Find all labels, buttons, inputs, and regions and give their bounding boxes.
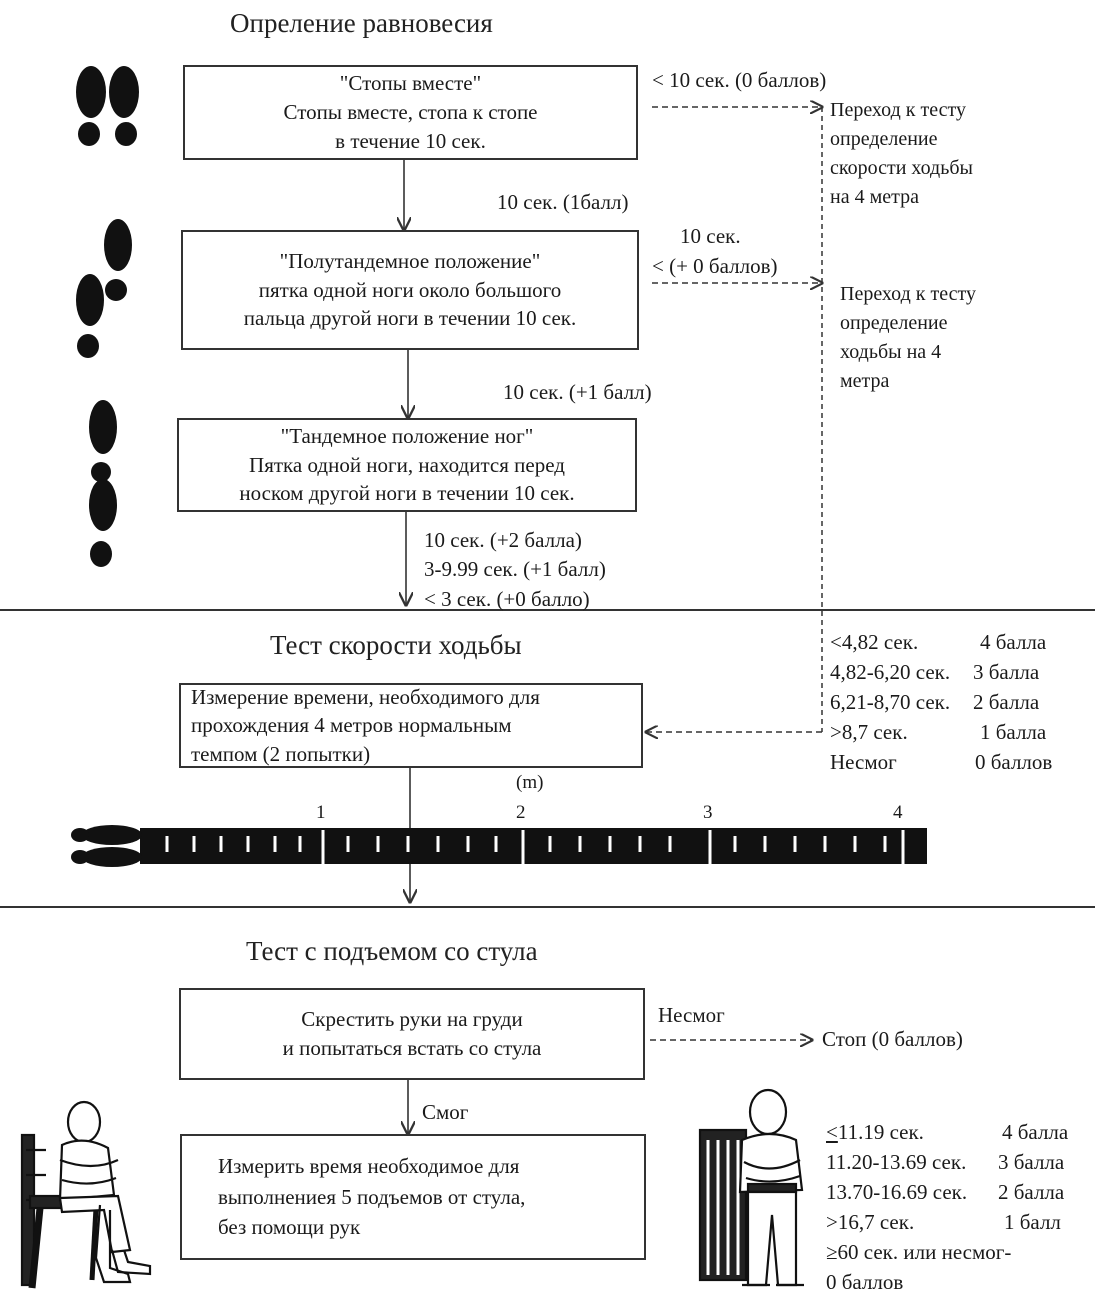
chair-score-time: 11.20-13.69 сек. bbox=[826, 1150, 967, 1174]
side-note-1: Переход к тесту определение скорости ход… bbox=[830, 96, 973, 212]
gait-score-points: 0 баллов bbox=[975, 750, 1053, 774]
box1-pass-label: 10 сек. (1балл) bbox=[497, 190, 629, 214]
chair-box-1: Скрестить руки на груди и попытаться вст… bbox=[179, 988, 645, 1080]
side-note-2-line-1: Переход к тесту bbox=[840, 283, 976, 305]
side-note-2-line-3: ходьбы на 4 bbox=[840, 341, 942, 363]
gait-score-time: 6,21-8,70 сек. bbox=[830, 690, 951, 714]
chair-score-row: >16,7 сек. 1 балл bbox=[826, 1210, 1091, 1240]
chair-box-2-line-1: Измерить время необходимое для bbox=[218, 1154, 520, 1179]
tandem-result-1: 10 сек. (+2 балла) bbox=[424, 528, 582, 552]
gait-score-points: 3 балла bbox=[973, 660, 1040, 684]
tandem-line-1: Пятка одной ноги, находится перед bbox=[249, 452, 565, 477]
chair-score-time: >16,7 сек. bbox=[826, 1210, 915, 1234]
tandem-feet-icon bbox=[89, 400, 117, 567]
standing-person-icon bbox=[698, 1088, 804, 1287]
chair-score-row: 11.20-13.69 сек. 3 балла bbox=[826, 1150, 1091, 1180]
chair-score-points: 1 балл bbox=[1004, 1210, 1061, 1234]
box2-fail-label-1: 10 сек. bbox=[680, 224, 741, 248]
chair-score-row: <11.19 сек. 4 балла bbox=[826, 1120, 1091, 1150]
gait-box: Измерение времени, необходимого для прох… bbox=[179, 683, 643, 768]
gait-score-time: Несмог bbox=[830, 750, 897, 774]
seated-person-icon bbox=[20, 1100, 152, 1289]
semi-tandem-line-1: пятка одной ноги около большого bbox=[258, 277, 562, 302]
tandem-title: "Тандемное положение ног" bbox=[280, 423, 534, 448]
chair-score-time: 13.70-16.69 сек. bbox=[826, 1180, 968, 1204]
gait-box-line-2: прохождения 4 метров нормальным bbox=[191, 713, 512, 738]
tandem-results: 10 сек. (+2 балла) 3-9.99 сек. (+1 балл)… bbox=[424, 526, 606, 614]
feet-together-line-1: Стопы вместе, стопа к стопе bbox=[283, 100, 538, 125]
box2-fail-label-2: < (+ 0 баллов) bbox=[652, 254, 778, 278]
gait-score-time: <4,82 сек. bbox=[830, 630, 919, 654]
side-note-1-line-1: Переход к тесту bbox=[830, 99, 966, 121]
walking-track bbox=[71, 825, 927, 867]
gait-score-time: 4,82-6,20 сек. bbox=[830, 660, 951, 684]
side-note-2-line-4: метра bbox=[840, 370, 890, 392]
gait-box-line-3: темпом (2 попытки) bbox=[191, 741, 371, 766]
less-equal-sign: < bbox=[826, 1120, 838, 1144]
side-note-1-line-2: определение bbox=[830, 128, 938, 150]
box1-fail-label: < 10 сек. (0 баллов) bbox=[652, 68, 827, 92]
chair-box-2-line-3: без помощи рук bbox=[218, 1215, 361, 1240]
chair-score-time: <11.19 сек. bbox=[826, 1120, 924, 1144]
tandem-result-2: 3-9.99 сек. (+1 балл) bbox=[424, 557, 606, 582]
feet-together-icon bbox=[76, 66, 139, 146]
gait-score-row: <4,82 сек. 4 балла bbox=[830, 630, 1090, 660]
chair-fail-label: Несмог bbox=[658, 1003, 725, 1027]
side-note-2-line-2: определение bbox=[840, 312, 948, 334]
semi-tandem-feet-icon bbox=[76, 219, 132, 358]
chair-box-1-line-1: Скрестить руки на груди bbox=[301, 1007, 523, 1032]
track-unit-label: (m) bbox=[516, 772, 544, 793]
chair-section-title: Тест с подъемом со стула bbox=[246, 936, 538, 966]
gait-score-row: Несмог 0 баллов bbox=[830, 750, 1090, 780]
chair-score-points: 4 балла bbox=[1002, 1120, 1069, 1144]
feet-together-title: "Стопы вместе" bbox=[339, 71, 482, 96]
feet-together-box: "Стопы вместе" Стопы вместе, стопа к сто… bbox=[183, 65, 638, 160]
gait-score-time: >8,7 сек. bbox=[830, 720, 908, 744]
gait-score-points: 2 балла bbox=[973, 690, 1040, 714]
gait-box-line-1: Измерение времени, необходимого для bbox=[191, 684, 540, 709]
track-major-ticks bbox=[321, 830, 905, 864]
balance-section-title: Опреление равновесия bbox=[230, 8, 493, 38]
gait-score-points: 1 балла bbox=[980, 720, 1047, 744]
side-note-1-line-4: на 4 метра bbox=[830, 186, 919, 208]
chair-final-line-2: 0 баллов bbox=[826, 1270, 904, 1294]
semi-tandem-line-2: пальца другой ноги в течении 10 сек. bbox=[243, 306, 577, 331]
chair-box-2: Измерить время необходимое для выполнени… bbox=[180, 1134, 646, 1260]
tandem-line-2: носком другой ноги в течении 10 сек. bbox=[239, 481, 575, 506]
gait-score-points: 4 балла bbox=[980, 630, 1047, 654]
gait-score-row: >8,7 сек. 1 балла bbox=[830, 720, 1090, 750]
chair-stop-label: Стоп (0 баллов) bbox=[822, 1027, 963, 1051]
chair-box-2-line-2: выполнениея 5 подъемов от стула, bbox=[218, 1184, 526, 1209]
chair-final-line-1: ≥60 сек. или несмог- bbox=[826, 1240, 1012, 1264]
tandem-box: "Тандемное положение ног" Пятка одной но… bbox=[177, 418, 637, 512]
gait-score-table: <4,82 сек.4 балла 4,82-6,20 сек.3 балла … bbox=[830, 630, 1090, 780]
side-note-1-line-3: скорости ходьбы bbox=[830, 157, 973, 179]
gait-section-title: Тест скорости ходьбы bbox=[270, 630, 522, 660]
track-minor-ticks bbox=[165, 836, 887, 852]
chair-score-table: <11.19 сек. 4 балла 11.20-13.69 сек. 3 бал… bbox=[826, 1120, 1091, 1300]
tandem-result-3: < 3 сек. (+0 балло) bbox=[424, 586, 590, 611]
chair-box-1-line-2: и попытаться встать со стула bbox=[282, 1036, 542, 1060]
side-note-2: Переход к тесту определение ходьбы на 4 … bbox=[840, 280, 976, 396]
track-tick-2: 2 bbox=[516, 802, 526, 823]
track-tick-1: 1 bbox=[316, 802, 326, 823]
track-tick-3: 3 bbox=[703, 802, 713, 823]
chair-pass-label: Смог bbox=[422, 1100, 469, 1124]
semi-tandem-title: "Полутандемное положение" bbox=[279, 248, 541, 273]
chair-score-points: 2 балла bbox=[998, 1180, 1065, 1204]
gait-score-row: 6,21-8,70 сек. 2 балла bbox=[830, 690, 1090, 720]
box2-pass-label: 10 сек. (+1 балл) bbox=[503, 380, 652, 404]
track-start-feet-icon bbox=[71, 825, 142, 867]
semi-tandem-box: "Полутандемное положение" пятка одной но… bbox=[181, 230, 639, 350]
gait-score-row: 4,82-6,20 сек. 3 балла bbox=[830, 660, 1090, 690]
feet-together-line-2: в течение 10 сек. bbox=[335, 128, 486, 153]
track-tick-4: 4 bbox=[893, 802, 903, 823]
chair-score-points: 3 балла bbox=[998, 1150, 1065, 1174]
chair-score-row: 13.70-16.69 сек. 2 балла bbox=[826, 1180, 1091, 1210]
